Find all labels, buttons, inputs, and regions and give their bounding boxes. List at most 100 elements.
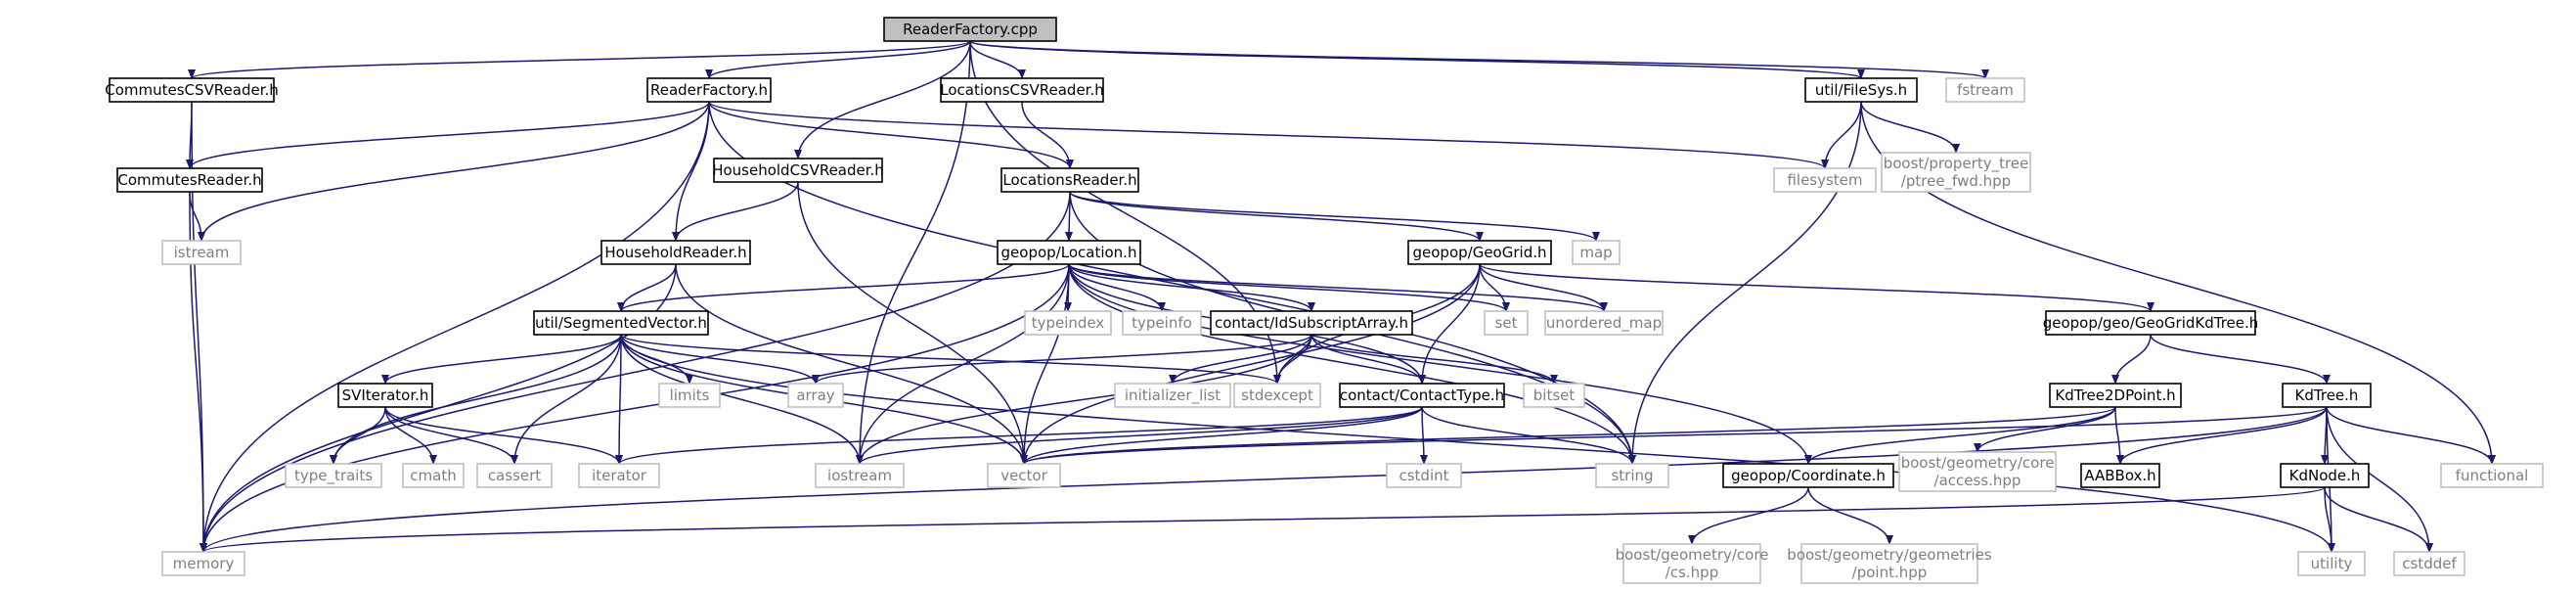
edge-readerfactory-h-to-istream: [198, 101, 710, 242]
edge-kdnode-h-to-cstddef: [2324, 486, 2433, 553]
edge-readerfactory-h-to-filesystem: [708, 101, 1829, 169]
graph-node-type-traits: type_traits: [285, 463, 382, 488]
edge-readerfactory-cpp-to-locationscsvreader-h: [969, 40, 1026, 79]
edge-readerfactory-cpp-to-commutescsvreader-h: [188, 40, 971, 79]
graph-node-kdnode-h[interactable]: KdNode.h: [2280, 463, 2370, 488]
node-box: [1523, 383, 1585, 408]
graph-node-kdtree2dpoint-h[interactable]: KdTree2DPoint.h: [2049, 383, 2182, 408]
edge-householdreader-h-to-vector: [675, 263, 1028, 465]
graph-node-util-segmentedvector-h[interactable]: util/SegmentedVector.h: [533, 310, 709, 336]
edge-util-segmentedvector-h-to-array: [620, 334, 820, 385]
graph-node-readerfactory-h[interactable]: ReaderFactory.h: [646, 77, 772, 103]
edge-contact-idsubscriptarray-h-to-bitset: [1310, 334, 1558, 385]
node-label: AABBox.h: [2084, 467, 2155, 484]
edge-householdcsvreader-h-to-vector: [797, 181, 1028, 465]
graph-node-contact-contacttype-h[interactable]: contact/ContactType.h: [1339, 383, 1505, 408]
node-box: [2280, 463, 2370, 488]
graph-node-commutescsvreader-h[interactable]: CommutesCSVReader.h: [105, 77, 279, 103]
node-label: string: [1611, 467, 1653, 484]
edge-geopop-location-h-to-contact-idsubscriptarray-h: [1068, 263, 1315, 312]
graph-node-cstddef: cstddef: [2393, 551, 2465, 576]
node-label: boost/geometry/core/access.hpp: [1901, 454, 2055, 489]
edge-readerfactory-cpp-to-util-filesys-h: [969, 40, 1865, 79]
graph-node-initializer-list: initializer_list: [1114, 383, 1231, 408]
node-box: [815, 463, 905, 488]
node-label: contact/ContactType.h: [1340, 386, 1504, 404]
edge-geopop-location-h-to-set: [1068, 263, 1510, 312]
node-box: [1386, 463, 1462, 488]
edge-geopop-geogrid-h-to-geogridkdtree-h: [1479, 263, 2154, 312]
node-box: [116, 167, 263, 193]
graph-node-commutesreader-h[interactable]: CommutesReader.h: [116, 167, 263, 193]
node-label: stdexcept: [1241, 386, 1313, 404]
node-label: filesystem: [1787, 171, 1862, 189]
graph-node-limits: limits: [658, 383, 721, 408]
graph-node-locationscsvreader-h[interactable]: LocationsCSVReader.h: [940, 77, 1104, 103]
node-box: [1210, 310, 1413, 336]
node-box: [1595, 463, 1669, 488]
node-label: geopop/Coordinate.h: [1731, 467, 1886, 484]
edge-contact-contacttype-h-to-cstdint: [1419, 406, 1428, 465]
edge-util-filesys-h-to-filesystem: [1821, 101, 1862, 169]
edge-kdtree-h-to-functional: [2326, 406, 2496, 465]
graph-node-geopop-coordinate-h[interactable]: geopop/Coordinate.h: [1722, 463, 1894, 488]
edge-kdnode-h-to-utility: [2324, 486, 2335, 553]
graph-node-util-filesys-h[interactable]: util/FileSys.h: [1804, 77, 1918, 103]
node-box: [1122, 310, 1202, 336]
node-label: map: [1579, 244, 1612, 261]
graph-node-contact-idsubscriptarray-h[interactable]: contact/IdSubscriptArray.h: [1210, 310, 1413, 336]
edge-readerfactory-h-to-memory: [200, 101, 710, 553]
edge-geopop-location-h-to-geopop-coordinate-h: [1068, 263, 1812, 465]
graph-node-geopop-location-h[interactable]: geopop/Location.h: [997, 240, 1141, 265]
node-box: [1114, 383, 1231, 408]
graph-node-boost-cs: boost/geometry/core/cs.hpp: [1616, 543, 1768, 584]
graph-node-locationsreader-h[interactable]: LocationsReader.h: [1000, 167, 1139, 193]
node-box: [1484, 310, 1529, 336]
edge-readerfactory-cpp-to-fstream: [969, 40, 1989, 79]
edge-sviterator-h-to-iterator: [384, 406, 623, 465]
edge-contact-idsubscriptarray-h-to-array: [812, 334, 1312, 385]
graph-node-cstdint: cstdint: [1386, 463, 1462, 488]
node-box: [600, 240, 751, 265]
graph-node-readerfactory-cpp[interactable]: ReaderFactory.cpp: [883, 17, 1057, 42]
node-box: [787, 383, 844, 408]
graph-node-string: string: [1595, 463, 1669, 488]
node-label: unordered_map: [1546, 314, 1662, 333]
node-label: LocationsReader.h: [1002, 171, 1136, 189]
edge-kdtree-h-to-aabbox-h: [2116, 406, 2328, 465]
edge-contact-contacttype-h-to-iterator: [615, 406, 1423, 465]
node-label: memory: [173, 555, 235, 572]
node-box: [2297, 551, 2366, 576]
node-label: functional: [2456, 467, 2529, 484]
graph-node-kdtree-h[interactable]: KdTree.h: [2282, 383, 2372, 408]
node-label: bitset: [1533, 386, 1576, 404]
node-box: [285, 463, 382, 488]
edge-kdtree-h-to-cstddef: [2326, 406, 2433, 553]
edge-kdtree2dpoint-h-to-boost-access: [1974, 406, 2116, 453]
edge-util-segmentedvector-h-to-type-traits: [330, 334, 622, 465]
graph-node-sviterator-h[interactable]: SVIterator.h: [337, 383, 433, 408]
edge-geopop-coordinate-h-to-boost-cs: [1688, 486, 1809, 545]
node-label: KdNode.h: [2289, 467, 2361, 484]
edge-util-segmentedvector-h-to-cassert: [511, 334, 622, 465]
node-label: istream: [174, 244, 230, 261]
graph-node-householdcsvreader-h[interactable]: HouseholdCSVReader.h: [712, 158, 884, 183]
edge-readerfactory-cpp-to-iostream: [856, 40, 971, 465]
graph-node-typeinfo: typeinfo: [1122, 310, 1202, 336]
graph-node-iterator: iterator: [578, 463, 660, 488]
node-label: util/FileSys.h: [1815, 81, 1907, 99]
graph-node-bitset: bitset: [1523, 383, 1585, 408]
edge-contact-contacttype-h-to-vector: [1020, 406, 1423, 465]
graph-node-geopop-geogrid-h[interactable]: geopop/GeoGrid.h: [1407, 240, 1552, 265]
graph-node-boost-access: boost/geometry/core/access.hpp: [1898, 451, 2057, 492]
graph-node-geogridkdtree-h[interactable]: geopop/geo/GeoGridKdTree.h: [2043, 310, 2259, 336]
node-box: [1622, 543, 1761, 584]
graph-node-aabbox-h[interactable]: AABBox.h: [2080, 463, 2160, 488]
graph-node-householdreader-h[interactable]: HouseholdReader.h: [600, 240, 751, 265]
node-box: [2440, 463, 2544, 488]
edge-util-segmentedvector-h-to-stdexcept: [620, 334, 1281, 385]
edge-util-segmentedvector-h-to-iterator: [615, 334, 624, 465]
node-box: [109, 77, 275, 103]
